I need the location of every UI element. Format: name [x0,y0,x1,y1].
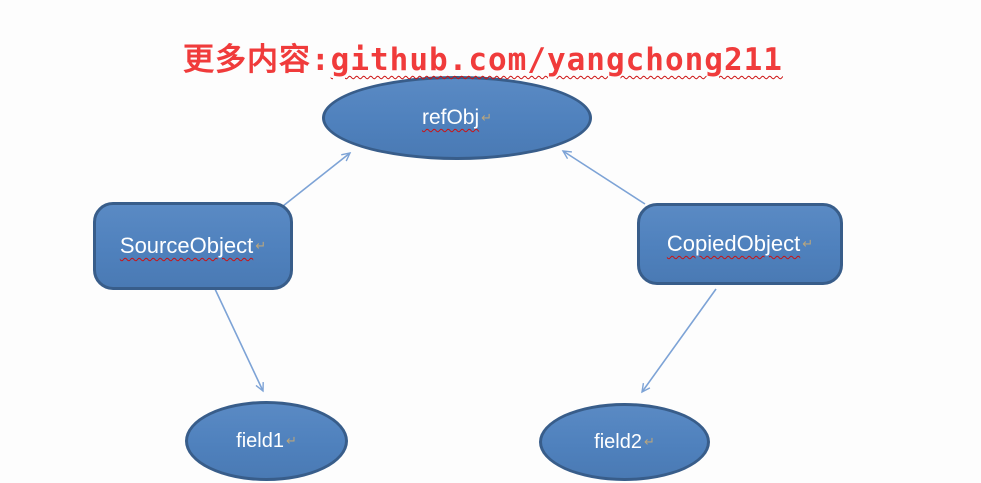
paragraph-mark-icon: ↵ [481,110,493,125]
node-refobj: refObj ↵ [322,76,592,160]
node-field1-label: field1 [236,429,284,452]
node-sourceobject-label: SourceObject [119,233,254,258]
arrow-sourceobject-to-refobj [282,152,352,207]
arrow-sourceobject-to-field1 [214,288,264,393]
paragraph-mark-icon: ↵ [255,238,267,253]
header-caption: 更多内容:github.com/yangchong211 [183,34,783,79]
node-field2: field2 ↵ [539,403,710,481]
node-sourceobject: SourceObject ↵ [93,202,293,290]
arrow-copiedobject-to-field2 [641,288,717,394]
arrow-copiedobject-to-refobj [561,150,646,205]
node-refobj-label: refObj [421,106,480,129]
header-caption-link: github.com/yangchong211 [330,42,783,78]
paragraph-mark-icon: ↵ [285,433,297,448]
node-field2-label: field2 [594,430,642,453]
paragraph-mark-icon: ↵ [802,236,814,251]
node-copiedobject-label: CopiedObject [666,231,801,256]
node-copiedobject: CopiedObject ↵ [637,203,843,285]
header-caption-prefix: 更多内容: [183,42,331,78]
paragraph-mark-icon: ↵ [643,434,655,449]
node-field1: field1 ↵ [185,401,348,481]
